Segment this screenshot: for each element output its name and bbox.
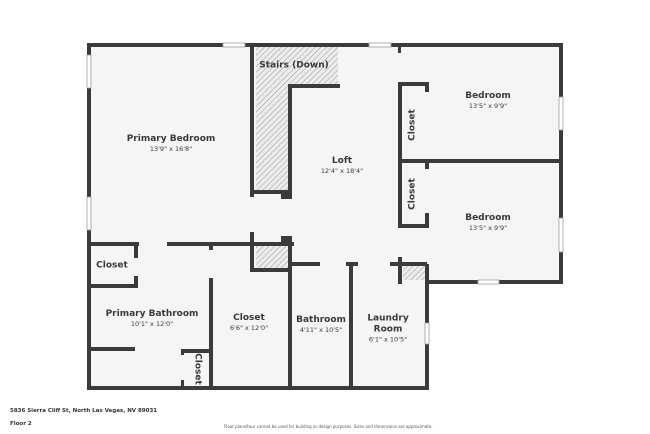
room-closet-bedroom-2: Closet <box>408 178 419 210</box>
room-dimensions: 13'5" x 9'9" <box>468 102 508 110</box>
room-name: Primary Bedroom <box>126 134 216 144</box>
room-name: Closet <box>407 178 418 210</box>
room-name: Laundry <box>367 313 409 324</box>
room-closet-bedroom-1: Closet <box>408 109 419 141</box>
room-bedroom-2: Bedroom 13'5" x 9'9" <box>465 213 511 233</box>
stairs-hatch <box>256 46 425 280</box>
room-primary-bathroom: Primary Bathroom 10'1" x 12'0" <box>106 309 199 329</box>
room-name: Primary Bathroom <box>105 309 199 319</box>
room-name: Closet <box>96 260 128 271</box>
room-name: Loft <box>331 156 353 166</box>
room-bathroom: Bathroom 4'11" x 10'5" <box>296 315 346 335</box>
room-closet-small: Closet <box>192 353 203 385</box>
room-name: Closet <box>233 313 265 323</box>
property-address: 5836 Sierra Cliff St, North Las Vegas, N… <box>10 408 158 414</box>
room-name: Bedroom <box>465 91 511 101</box>
room-name: Room <box>373 324 403 335</box>
disclaimer: Floor plans/tour cannot be used for buil… <box>224 424 433 429</box>
walls <box>87 43 563 390</box>
room-laundry: Laundry Room 6'1" x 10'5" <box>367 314 408 345</box>
floor-label: Floor 2 <box>10 421 32 427</box>
room-dimensions: 13'9" x 16'8" <box>149 145 193 153</box>
room-name: Bathroom <box>296 315 346 325</box>
room-name: Bedroom <box>465 213 511 223</box>
room-bedroom-1: Bedroom 13'5" x 9'9" <box>465 91 511 111</box>
room-dimensions: 6'6" x 12'0" <box>229 324 269 332</box>
room-loft: Loft 12'4" x 18'4" <box>321 156 363 176</box>
room-primary-bedroom: Primary Bedroom 13'9" x 16'8" <box>127 134 216 154</box>
room-dimensions: 4'11" x 10'5" <box>299 326 343 334</box>
room-dimensions: 6'1" x 10'5" <box>368 335 408 344</box>
room-dimensions: 13'5" x 9'9" <box>468 224 508 232</box>
room-name: Closet <box>407 109 418 141</box>
room-name: Stairs (Down) <box>259 60 329 71</box>
room-dimensions: 12'4" x 18'4" <box>320 167 364 175</box>
room-dimensions: 10'1" x 12'0" <box>130 320 174 328</box>
room-stairs: Stairs (Down) <box>259 61 328 72</box>
room-walk-in-closet: Closet 6'6" x 12'0" <box>230 313 268 333</box>
room-closet-primary: Closet <box>96 261 128 272</box>
room-name: Closet <box>192 353 203 385</box>
windows <box>86 42 564 345</box>
